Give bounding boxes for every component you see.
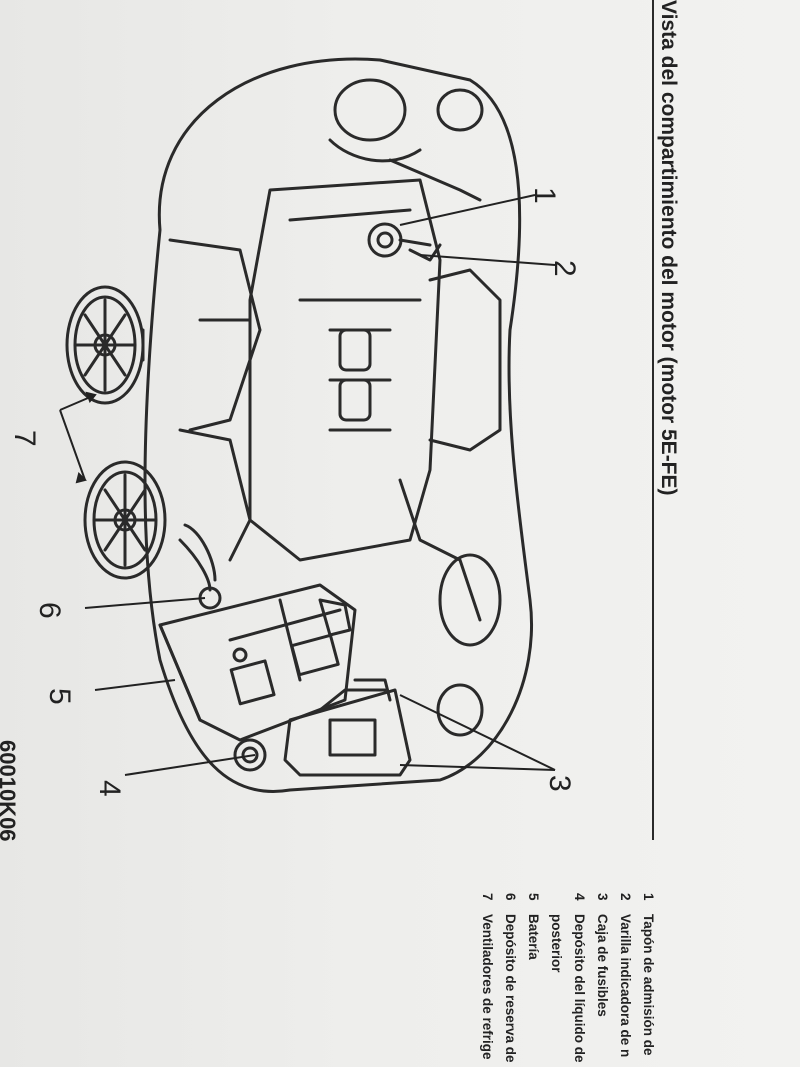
leader-7b bbox=[59, 409, 86, 481]
callout-7: 7 bbox=[8, 430, 41, 447]
coolant-reservoir bbox=[178, 523, 222, 610]
cooling-fan-upper bbox=[65, 285, 145, 405]
callout-1: 1 bbox=[528, 187, 561, 204]
callout-3: 3 bbox=[543, 775, 576, 792]
battery bbox=[158, 583, 357, 742]
leader-3a bbox=[399, 694, 556, 771]
margin-rule bbox=[652, 0, 654, 840]
callout-2: 2 bbox=[548, 260, 581, 277]
leader-3b bbox=[399, 764, 556, 771]
callout-4: 4 bbox=[93, 780, 126, 797]
engine-block bbox=[248, 178, 442, 562]
brake-fluid-reservoir bbox=[233, 738, 267, 772]
fuse-box bbox=[283, 678, 412, 777]
page-code: 60010K06 bbox=[0, 740, 20, 842]
oil-filler-cap bbox=[367, 222, 432, 258]
leader-1 bbox=[399, 194, 536, 226]
callout-6: 6 bbox=[33, 602, 66, 619]
oil-dipstick bbox=[408, 243, 442, 262]
cooling-fan-lower bbox=[83, 460, 167, 580]
callout-5: 5 bbox=[43, 688, 76, 705]
leader-2 bbox=[419, 254, 556, 266]
leader-5 bbox=[94, 679, 176, 691]
leader-6 bbox=[84, 597, 206, 609]
leader-4 bbox=[124, 754, 256, 776]
compartment-outline bbox=[143, 57, 533, 793]
legend-item: posterior bbox=[549, 914, 564, 973]
